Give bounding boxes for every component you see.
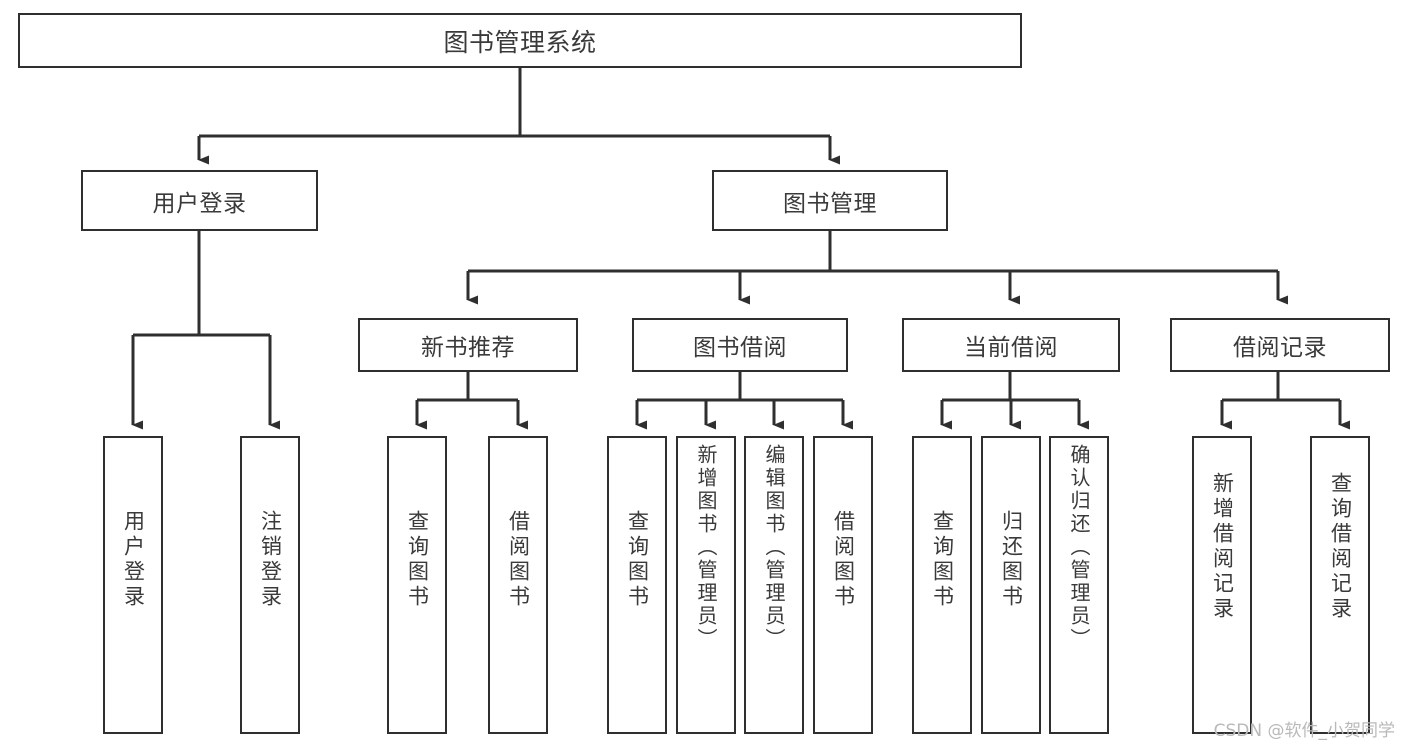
node-leaf-logout[interactable]: 注销登录 <box>240 436 300 734</box>
node-leaf-user-login[interactable]: 用户登录 <box>103 436 163 734</box>
node-label: 归还图书 <box>999 510 1024 610</box>
node-book-management[interactable]: 图书管理 <box>712 170 948 231</box>
node-leaf-query-borrow-record[interactable]: 查询借阅记录 <box>1310 436 1370 734</box>
node-label: 新增图书（管理员） <box>694 444 718 651</box>
node-label: 查询图书 <box>625 510 650 610</box>
node-label: 图书管理系统 <box>443 27 597 57</box>
node-label: 新增借阅记录 <box>1210 472 1235 622</box>
node-leaf-edit-book-admin[interactable]: 编辑图书（管理员） <box>744 436 804 734</box>
node-label: 查询图书 <box>930 510 955 610</box>
node-leaf-add-book-admin[interactable]: 新增图书（管理员） <box>676 436 736 734</box>
node-leaf-return-book[interactable]: 归还图书 <box>981 436 1041 734</box>
node-leaf-confirm-return-admin[interactable]: 确认归还（管理员） <box>1049 436 1109 734</box>
csdn-watermark: CSDN @软件_小贺同学 <box>1213 721 1395 741</box>
node-user-login[interactable]: 用户登录 <box>81 170 318 231</box>
node-book-borrow[interactable]: 图书借阅 <box>632 318 848 372</box>
node-leaf-borrow-book[interactable]: 借阅图书 <box>813 436 873 734</box>
node-label: 图书管理 <box>783 190 877 217</box>
node-label: 注销登录 <box>258 510 283 610</box>
node-leaf-add-borrow-record[interactable]: 新增借阅记录 <box>1192 436 1252 734</box>
node-borrow-record[interactable]: 借阅记录 <box>1170 318 1390 372</box>
node-label: 当前借阅 <box>964 335 1058 361</box>
node-label: 查询借阅记录 <box>1328 472 1353 622</box>
node-label: 借阅图书 <box>506 510 531 610</box>
node-label: 新书推荐 <box>421 335 515 361</box>
node-leaf-query-book-borrow[interactable]: 查询图书 <box>607 436 667 734</box>
node-label: 图书借阅 <box>693 335 787 361</box>
node-label: 确认归还（管理员） <box>1067 444 1091 651</box>
node-leaf-borrow-book-recommend[interactable]: 借阅图书 <box>488 436 548 734</box>
node-label: 查询图书 <box>405 510 430 610</box>
node-leaf-query-book-recommend[interactable]: 查询图书 <box>387 436 447 734</box>
node-label: 用户登录 <box>152 190 247 217</box>
node-label: 用户登录 <box>121 510 146 610</box>
node-leaf-query-book-current[interactable]: 查询图书 <box>912 436 972 734</box>
node-current-borrow[interactable]: 当前借阅 <box>902 318 1120 372</box>
node-label: 借阅记录 <box>1233 335 1327 361</box>
node-label: 编辑图书（管理员） <box>762 444 786 651</box>
node-new-book-recommend[interactable]: 新书推荐 <box>358 318 578 372</box>
node-label: 借阅图书 <box>831 510 856 610</box>
node-root-book-management-system[interactable]: 图书管理系统 <box>18 13 1022 68</box>
